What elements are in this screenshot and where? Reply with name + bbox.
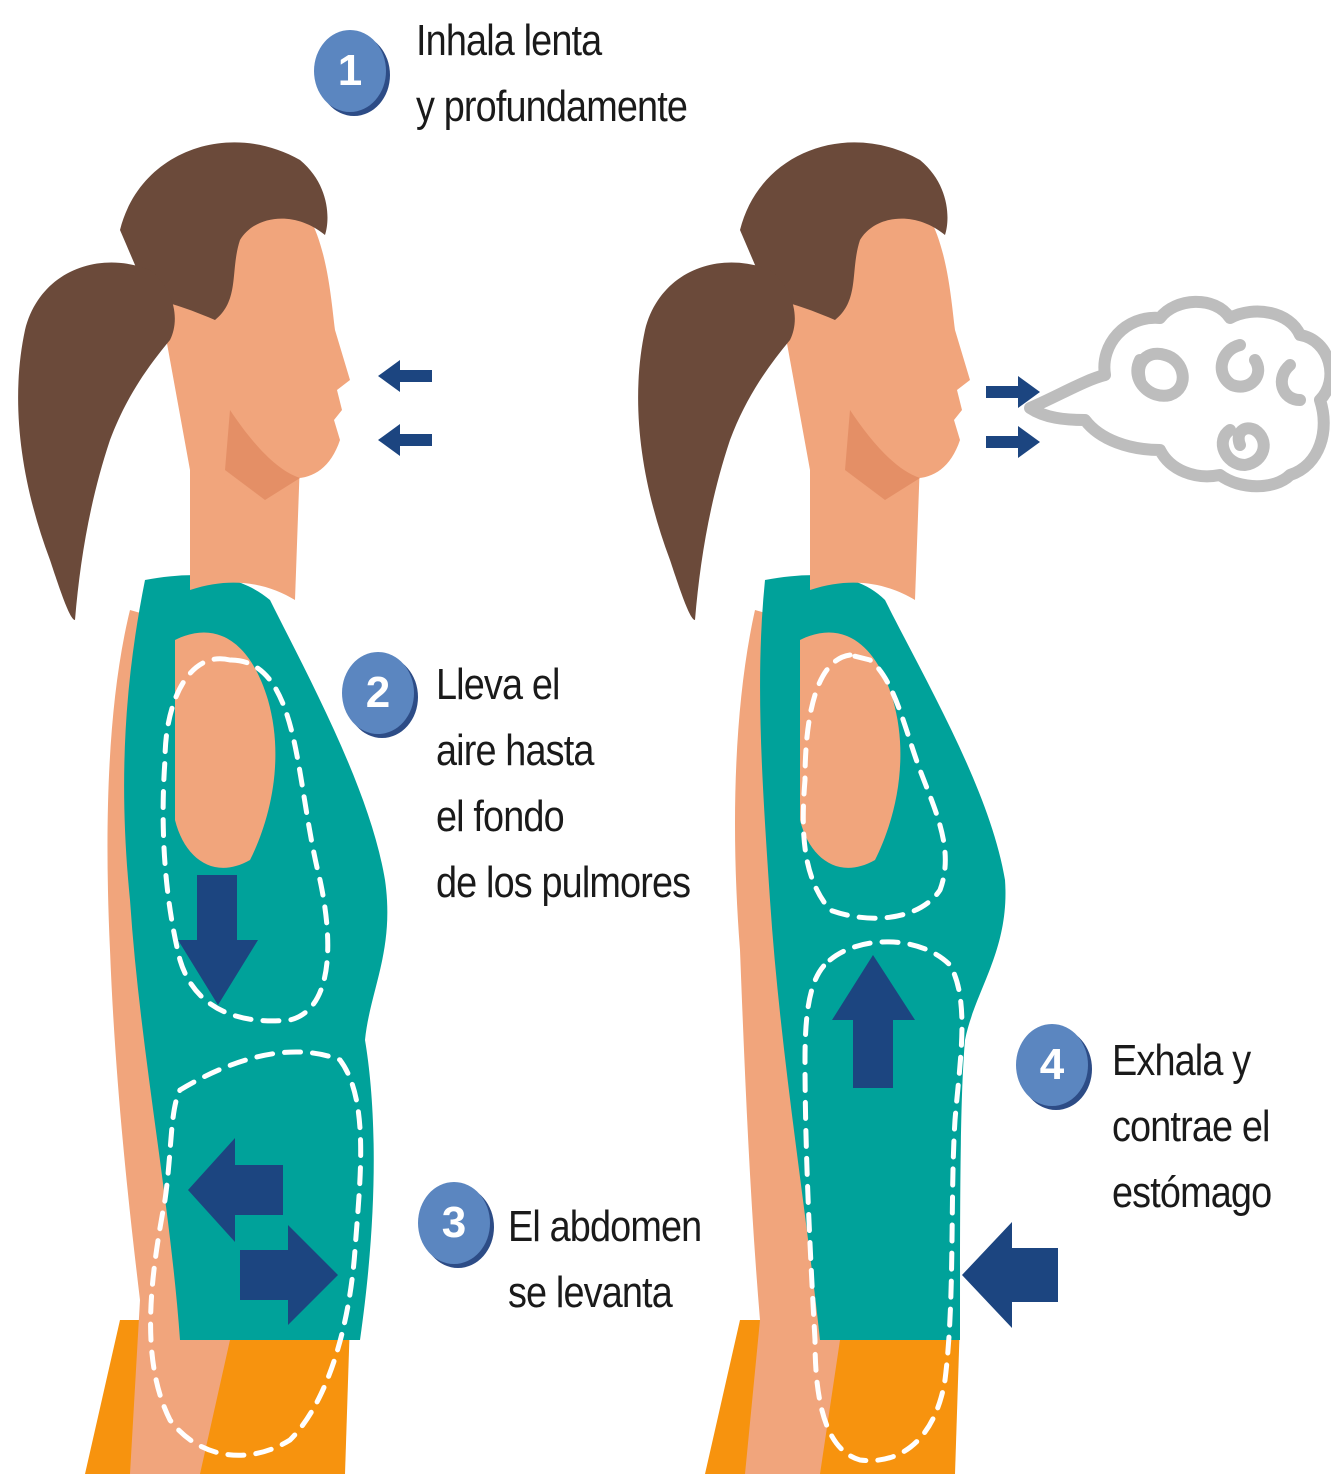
step-1-badge: 1: [314, 30, 386, 112]
step-2-line-4: de los pulmores: [436, 850, 690, 916]
step-3-line-2: se levanta: [508, 1260, 701, 1326]
step-1-text: Inhala lenta y profundamente: [416, 8, 687, 140]
step-1-line-1: Inhala lenta: [416, 8, 687, 74]
step-4-line-1: Exhala y: [1112, 1028, 1271, 1094]
step-4-line-3: estómago: [1112, 1160, 1271, 1226]
step-3-number: 3: [442, 1198, 466, 1248]
ponytail-right: [638, 263, 795, 621]
step-1-line-2: y profundamente: [416, 74, 687, 140]
step-2-line-1: Lleva el: [436, 652, 690, 718]
step-3-text: El abdomen se levanta: [508, 1194, 701, 1326]
step-3-line-1: El abdomen: [508, 1194, 701, 1260]
step-4-line-2: contrae el: [1112, 1094, 1271, 1160]
stomach-arrow-left-icon: [962, 1222, 1058, 1328]
step-4-text: Exhala y contrae el estómago: [1112, 1028, 1271, 1226]
step-2-badge: 2: [342, 652, 414, 734]
arrow-right-icon: [986, 376, 1040, 458]
step-2-number: 2: [366, 668, 390, 718]
step-2-line-3: el fondo: [436, 784, 690, 850]
step-3-badge: 3: [418, 1182, 490, 1264]
ponytail-left: [18, 263, 175, 621]
cloud-icon: [1030, 302, 1330, 486]
step-4-badge: 4: [1016, 1024, 1088, 1106]
arrow-left-icon: [378, 360, 432, 456]
step-2-line-2: aire hasta: [436, 718, 690, 784]
step-1-number: 1: [338, 46, 362, 96]
step-4-number: 4: [1040, 1040, 1064, 1090]
step-2-text: Lleva el aire hasta el fondo de los pulm…: [436, 652, 690, 916]
figure-inhale: [18, 142, 387, 1474]
